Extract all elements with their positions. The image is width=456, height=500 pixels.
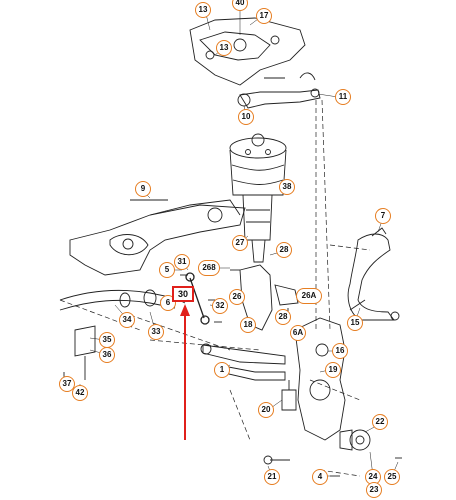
callout-1: 1: [214, 362, 230, 378]
callout-15: 15: [347, 315, 363, 331]
callout-13-top: 13: [195, 2, 211, 18]
callout-7: 7: [375, 208, 391, 224]
highlight-arrow: [180, 304, 190, 440]
callout-11: 11: [335, 89, 351, 105]
callout-13-mid: 13: [216, 40, 232, 56]
upper-control-arm: [239, 89, 321, 109]
callout-38: 38: [279, 179, 295, 195]
wheel-carrier: [294, 317, 346, 441]
callout-40: 40: [232, 0, 248, 11]
callout-25: 25: [384, 469, 400, 485]
callout-268: 268: [198, 260, 220, 276]
callout-27: 27: [232, 235, 248, 251]
callout-36: 36: [99, 347, 115, 363]
callout-16: 16: [332, 343, 348, 359]
callout-37: 37: [59, 376, 75, 392]
callout-22: 22: [372, 414, 388, 430]
track-control-arm: [347, 233, 395, 321]
callout-28-lower: 28: [275, 309, 291, 325]
callout-17: 17: [256, 8, 272, 24]
callout-32: 32: [212, 298, 228, 314]
stabilizer-bar: [59, 289, 186, 304]
callout-35: 35: [99, 332, 115, 348]
callout-31: 31: [174, 254, 190, 270]
callout-6A: 6A: [290, 325, 306, 341]
callout-18: 18: [240, 317, 256, 333]
callout-9: 9: [135, 181, 151, 197]
callout-33: 33: [148, 324, 164, 340]
callout-20: 20: [258, 402, 274, 418]
callout-34: 34: [119, 312, 135, 328]
callout-42: 42: [72, 385, 88, 401]
callout-26: 26: [229, 289, 245, 305]
callout-23: 23: [366, 482, 382, 498]
highlighted-part-30: 30: [172, 286, 194, 302]
callout-10: 10: [238, 109, 254, 125]
air-spring-strut: [229, 133, 287, 263]
callout-28-upper: 28: [276, 242, 292, 258]
lower-link: [202, 344, 286, 365]
upper-mount-bracket: [189, 17, 306, 86]
callout-19: 19: [325, 362, 341, 378]
callout-21: 21: [264, 469, 280, 485]
callout-26A: 26A: [296, 288, 322, 304]
coupling-rod: [185, 272, 210, 325]
callout-5: 5: [159, 262, 175, 278]
callout-4: 4: [312, 469, 328, 485]
